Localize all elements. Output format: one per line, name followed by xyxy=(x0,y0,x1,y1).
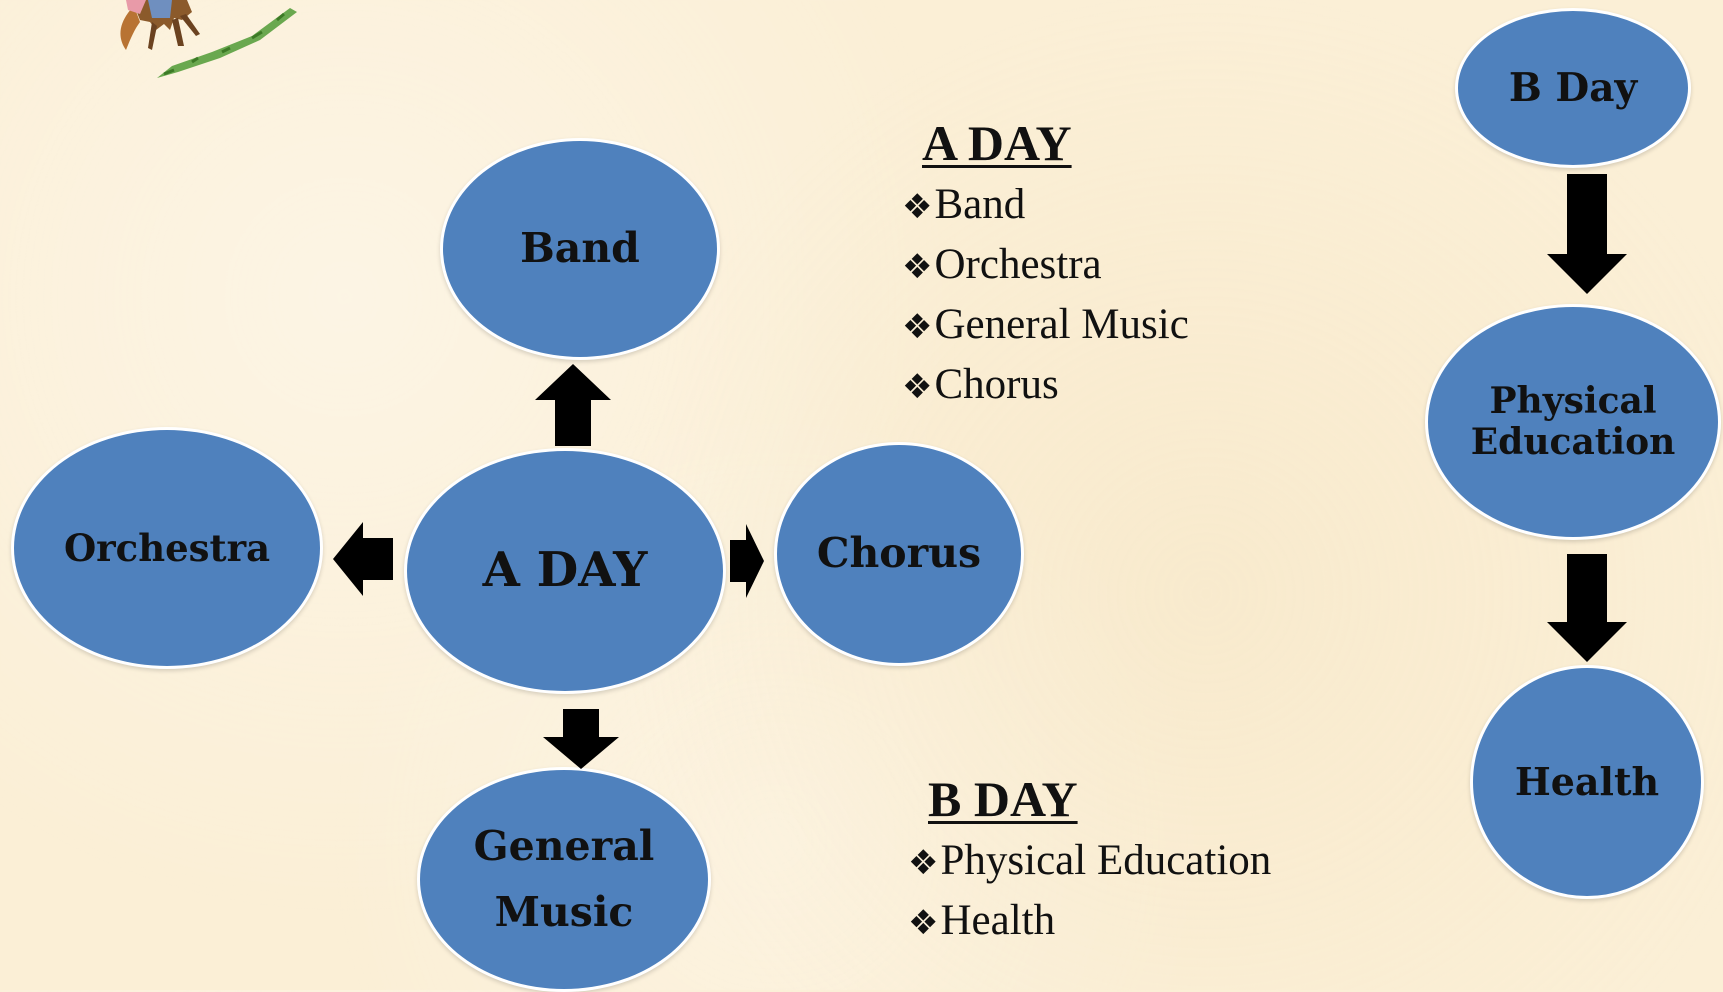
physical-education-node: Physical Education xyxy=(1425,304,1721,540)
b-day-list-items: ❖Physical Education ❖Health xyxy=(908,832,1271,952)
general-music-label-line1: General xyxy=(473,822,655,871)
four-diamond-bullet-icon: ❖ xyxy=(902,247,933,287)
arrow-up-icon xyxy=(535,364,611,446)
a-day-list-items: ❖Band ❖Orchestra ❖General Music ❖Chorus xyxy=(902,176,1189,416)
list-item: ❖Physical Education xyxy=(908,832,1271,892)
physical-education-label-line1: Physical xyxy=(1489,379,1657,422)
health-node: Health xyxy=(1470,665,1704,899)
health-node-label: Health xyxy=(1514,759,1660,805)
four-diamond-bullet-icon: ❖ xyxy=(902,367,933,407)
list-item: ❖Band xyxy=(902,176,1189,236)
orchestra-node: Orchestra xyxy=(11,427,323,669)
band-node-label: Band xyxy=(520,224,640,273)
list-item-label: General Music xyxy=(934,301,1189,348)
four-diamond-bullet-icon: ❖ xyxy=(908,843,939,883)
a-day-list: A DAY ❖Band ❖Orchestra ❖General Music ❖C… xyxy=(902,118,1189,416)
list-item: ❖Health xyxy=(908,892,1271,952)
four-diamond-bullet-icon: ❖ xyxy=(908,903,939,943)
arrow-down-icon xyxy=(1547,174,1627,294)
physical-education-label-line2: Education xyxy=(1470,421,1676,463)
list-item-label: Physical Education xyxy=(940,837,1272,884)
b-day-node-label: B Day xyxy=(1508,64,1638,111)
four-diamond-bullet-icon: ❖ xyxy=(902,307,933,347)
list-item: ❖General Music xyxy=(902,296,1189,356)
list-item-label: Orchestra xyxy=(934,241,1102,288)
a-day-center-label: A DAY xyxy=(482,542,648,599)
orchestra-node-label: Orchestra xyxy=(63,525,271,570)
b-day-list: B DAY ❖Physical Education ❖Health xyxy=(908,774,1271,952)
b-day-node: B Day xyxy=(1455,8,1691,168)
list-item: ❖Orchestra xyxy=(902,236,1189,296)
general-music-label-line2: Music xyxy=(494,887,634,936)
general-music-node: General Music xyxy=(417,767,711,992)
a-day-list-heading: A DAY xyxy=(922,115,1072,171)
b-day-list-heading: B DAY xyxy=(928,771,1078,827)
list-item-label: Health xyxy=(940,897,1056,944)
list-item-label: Chorus xyxy=(934,361,1059,408)
list-item-label: Band xyxy=(934,181,1026,228)
a-day-center-node: A DAY xyxy=(404,448,726,694)
band-node: Band xyxy=(440,138,720,360)
arrow-left-icon xyxy=(333,522,393,596)
arrow-right-icon xyxy=(730,524,764,598)
chorus-node-label: Chorus xyxy=(816,529,982,578)
list-item: ❖Chorus xyxy=(902,356,1189,416)
chorus-node: Chorus xyxy=(774,442,1024,666)
horse-rider-clipart-icon xyxy=(112,0,322,90)
four-diamond-bullet-icon: ❖ xyxy=(902,187,933,227)
arrow-down-icon xyxy=(543,709,619,769)
arrow-down-icon xyxy=(1547,554,1627,662)
